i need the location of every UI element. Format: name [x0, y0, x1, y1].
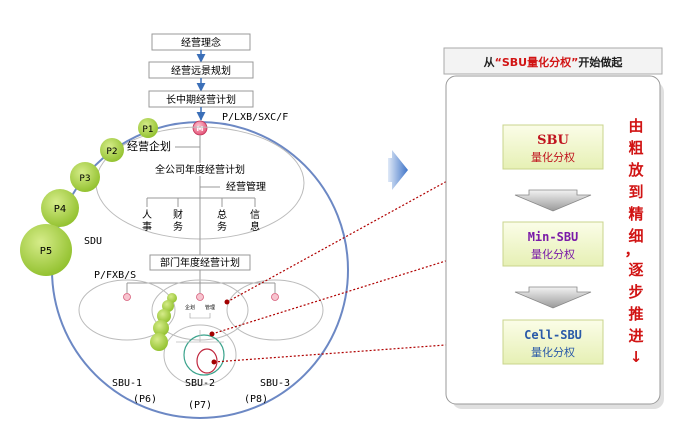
- bubble-p3-label: P3: [79, 174, 90, 184]
- vchar-3: 到: [628, 183, 643, 201]
- bubble-p2-label: P2: [106, 147, 117, 157]
- text-long-range: 经营远景规划: [171, 64, 231, 77]
- bubbles: P1 P2 P3 P4 P5: [20, 118, 158, 276]
- sbu-2-name: SBU-2: [185, 378, 215, 389]
- bubble-p3: [70, 162, 100, 192]
- vchar-10: 进: [628, 327, 643, 345]
- sbu-1-p: (P6): [133, 394, 157, 405]
- function-3-char-2: 务: [217, 220, 227, 233]
- box-min-sbu: [502, 221, 604, 267]
- top-chain: 经营理念 经营远景规划 长中期经营计划: [148, 33, 254, 121]
- vchar-5: 细: [628, 227, 643, 245]
- vchar-9: 推: [628, 305, 643, 323]
- box-cell-sbu-sub: 量化分权: [531, 345, 575, 359]
- panel-header: [443, 47, 663, 75]
- vchar-7: 逐: [628, 261, 643, 279]
- sbu-3-name: SBU-3: [260, 378, 290, 389]
- company-plan: 全公司年度经营计划: [155, 163, 245, 176]
- sbu2-inner-red: [196, 348, 218, 374]
- management-label: 经营管理: [226, 180, 266, 193]
- bubble-p2: [100, 138, 124, 162]
- bubble-p5: [20, 224, 72, 276]
- box-sbu: [502, 124, 604, 170]
- vchar-4: 精: [628, 205, 643, 223]
- panel-header-text: 从“SBU量化分权”开始做起: [484, 55, 624, 69]
- text-philosophy: 经营理念: [181, 36, 221, 49]
- box-min-sbu-title: Min-SBU: [528, 230, 579, 244]
- sbu-2-p: (P7): [188, 400, 212, 411]
- sbu2-inner-teal: [183, 334, 225, 376]
- sdu-label: SDU: [84, 236, 102, 247]
- box-cell-sbu: [502, 319, 604, 365]
- big-arrow-icon: [388, 150, 408, 190]
- function-1-char-2: 事: [142, 220, 152, 233]
- sbu-3-oval: [226, 279, 324, 341]
- text-dept-plan: 部门年度经营计划: [160, 256, 240, 269]
- vchar-6: ，: [624, 241, 639, 259]
- box-sbu-title: SBU: [537, 133, 569, 148]
- m-node-label: M: [197, 125, 204, 133]
- mini-a: 企划: [185, 304, 195, 311]
- vchar-2: 放: [627, 161, 644, 179]
- sbu2-inner-1: [163, 324, 237, 386]
- box-min-sbu-sub: 量化分权: [531, 247, 575, 261]
- vchar-1: 粗: [628, 139, 643, 157]
- down-arrow-1-icon: [514, 189, 592, 212]
- box-cell-sbu-title: Cell-SBU: [524, 328, 582, 342]
- bubble-p1-label: P1: [142, 125, 153, 135]
- level-boxes: SBU 量化分权 Min-SBU 量化分权 Cell-SBU 量化分权: [502, 124, 604, 365]
- sbu-1-name: SBU-1: [112, 378, 142, 389]
- function-labels: 人 事 财 务 总 务 信 息: [142, 208, 260, 233]
- small-bubbles: [150, 293, 177, 351]
- sbu-3-p: (P8): [244, 394, 268, 405]
- planning-label: 经营企划: [127, 139, 171, 153]
- vertical-text: 由 粗 放 到 精 细 ， 逐 步 推 进 ↓: [624, 117, 644, 366]
- function-2-char-1: 财: [173, 208, 183, 221]
- code-top: P/LXB/SXC/F: [222, 112, 288, 123]
- sbu-1-oval: [78, 279, 176, 341]
- bubble-p4: [41, 189, 79, 227]
- box-sbu-sub: 量化分权: [531, 150, 575, 164]
- function-1-char-1: 人: [142, 209, 152, 221]
- code-mid: P/FXB/S: [94, 270, 136, 281]
- bubble-p4-label: P4: [54, 204, 66, 215]
- red-down-arrow-icon: ↓: [630, 348, 643, 366]
- function-2-char-2: 务: [173, 220, 183, 233]
- vchar-8: 步: [628, 283, 643, 301]
- function-4-char-1: 信: [250, 209, 260, 221]
- function-3-char-1: 总: [217, 208, 227, 221]
- function-4-char-2: 息: [250, 220, 260, 233]
- bubble-p5-label: P5: [40, 246, 52, 257]
- mini-b: 管理: [205, 304, 215, 311]
- down-arrow-2-icon: [514, 286, 592, 309]
- bubble-p1: [138, 118, 158, 138]
- text-mid-long: 长中期经营计划: [166, 93, 236, 106]
- vchar-0: 由: [628, 117, 643, 135]
